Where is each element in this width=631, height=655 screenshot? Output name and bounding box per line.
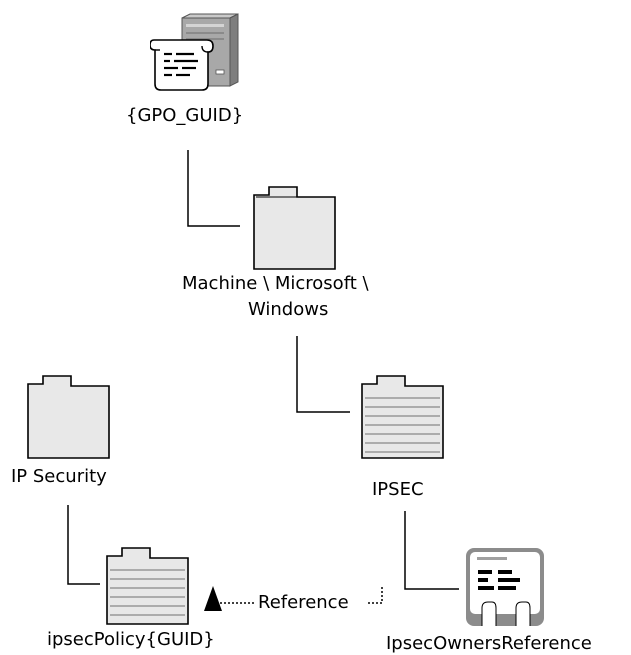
reference-arrowhead	[204, 586, 222, 611]
connector-gpo-to-machine	[187, 150, 240, 227]
lined-folder-icon	[106, 546, 190, 630]
connector-ipsec-to-owners	[404, 511, 459, 590]
folder-icon	[253, 185, 337, 275]
connector-machine-to-ipsec	[296, 336, 350, 413]
ipsec-label: IPSEC	[372, 479, 424, 500]
machine-label-line1: Machine \ Microsoft \	[182, 273, 369, 294]
reference-label: Reference	[258, 592, 349, 613]
gpo-guid-label: {GPO_GUID}	[126, 105, 244, 126]
reference-dotted-line-right	[368, 586, 383, 604]
machine-label-line2: Windows	[248, 299, 329, 320]
ipsec-policy-label: ipsecPolicy{GUID}	[47, 629, 215, 650]
ip-security-label: IP Security	[11, 466, 107, 487]
folder-icon	[27, 374, 111, 464]
owners-reference-label: IpsecOwnersReference	[386, 633, 592, 654]
connector-ipsecurity-to-policy	[67, 505, 100, 585]
form-document-icon	[464, 546, 548, 636]
lined-folder-icon	[361, 374, 445, 464]
server-script-icon	[149, 12, 242, 96]
